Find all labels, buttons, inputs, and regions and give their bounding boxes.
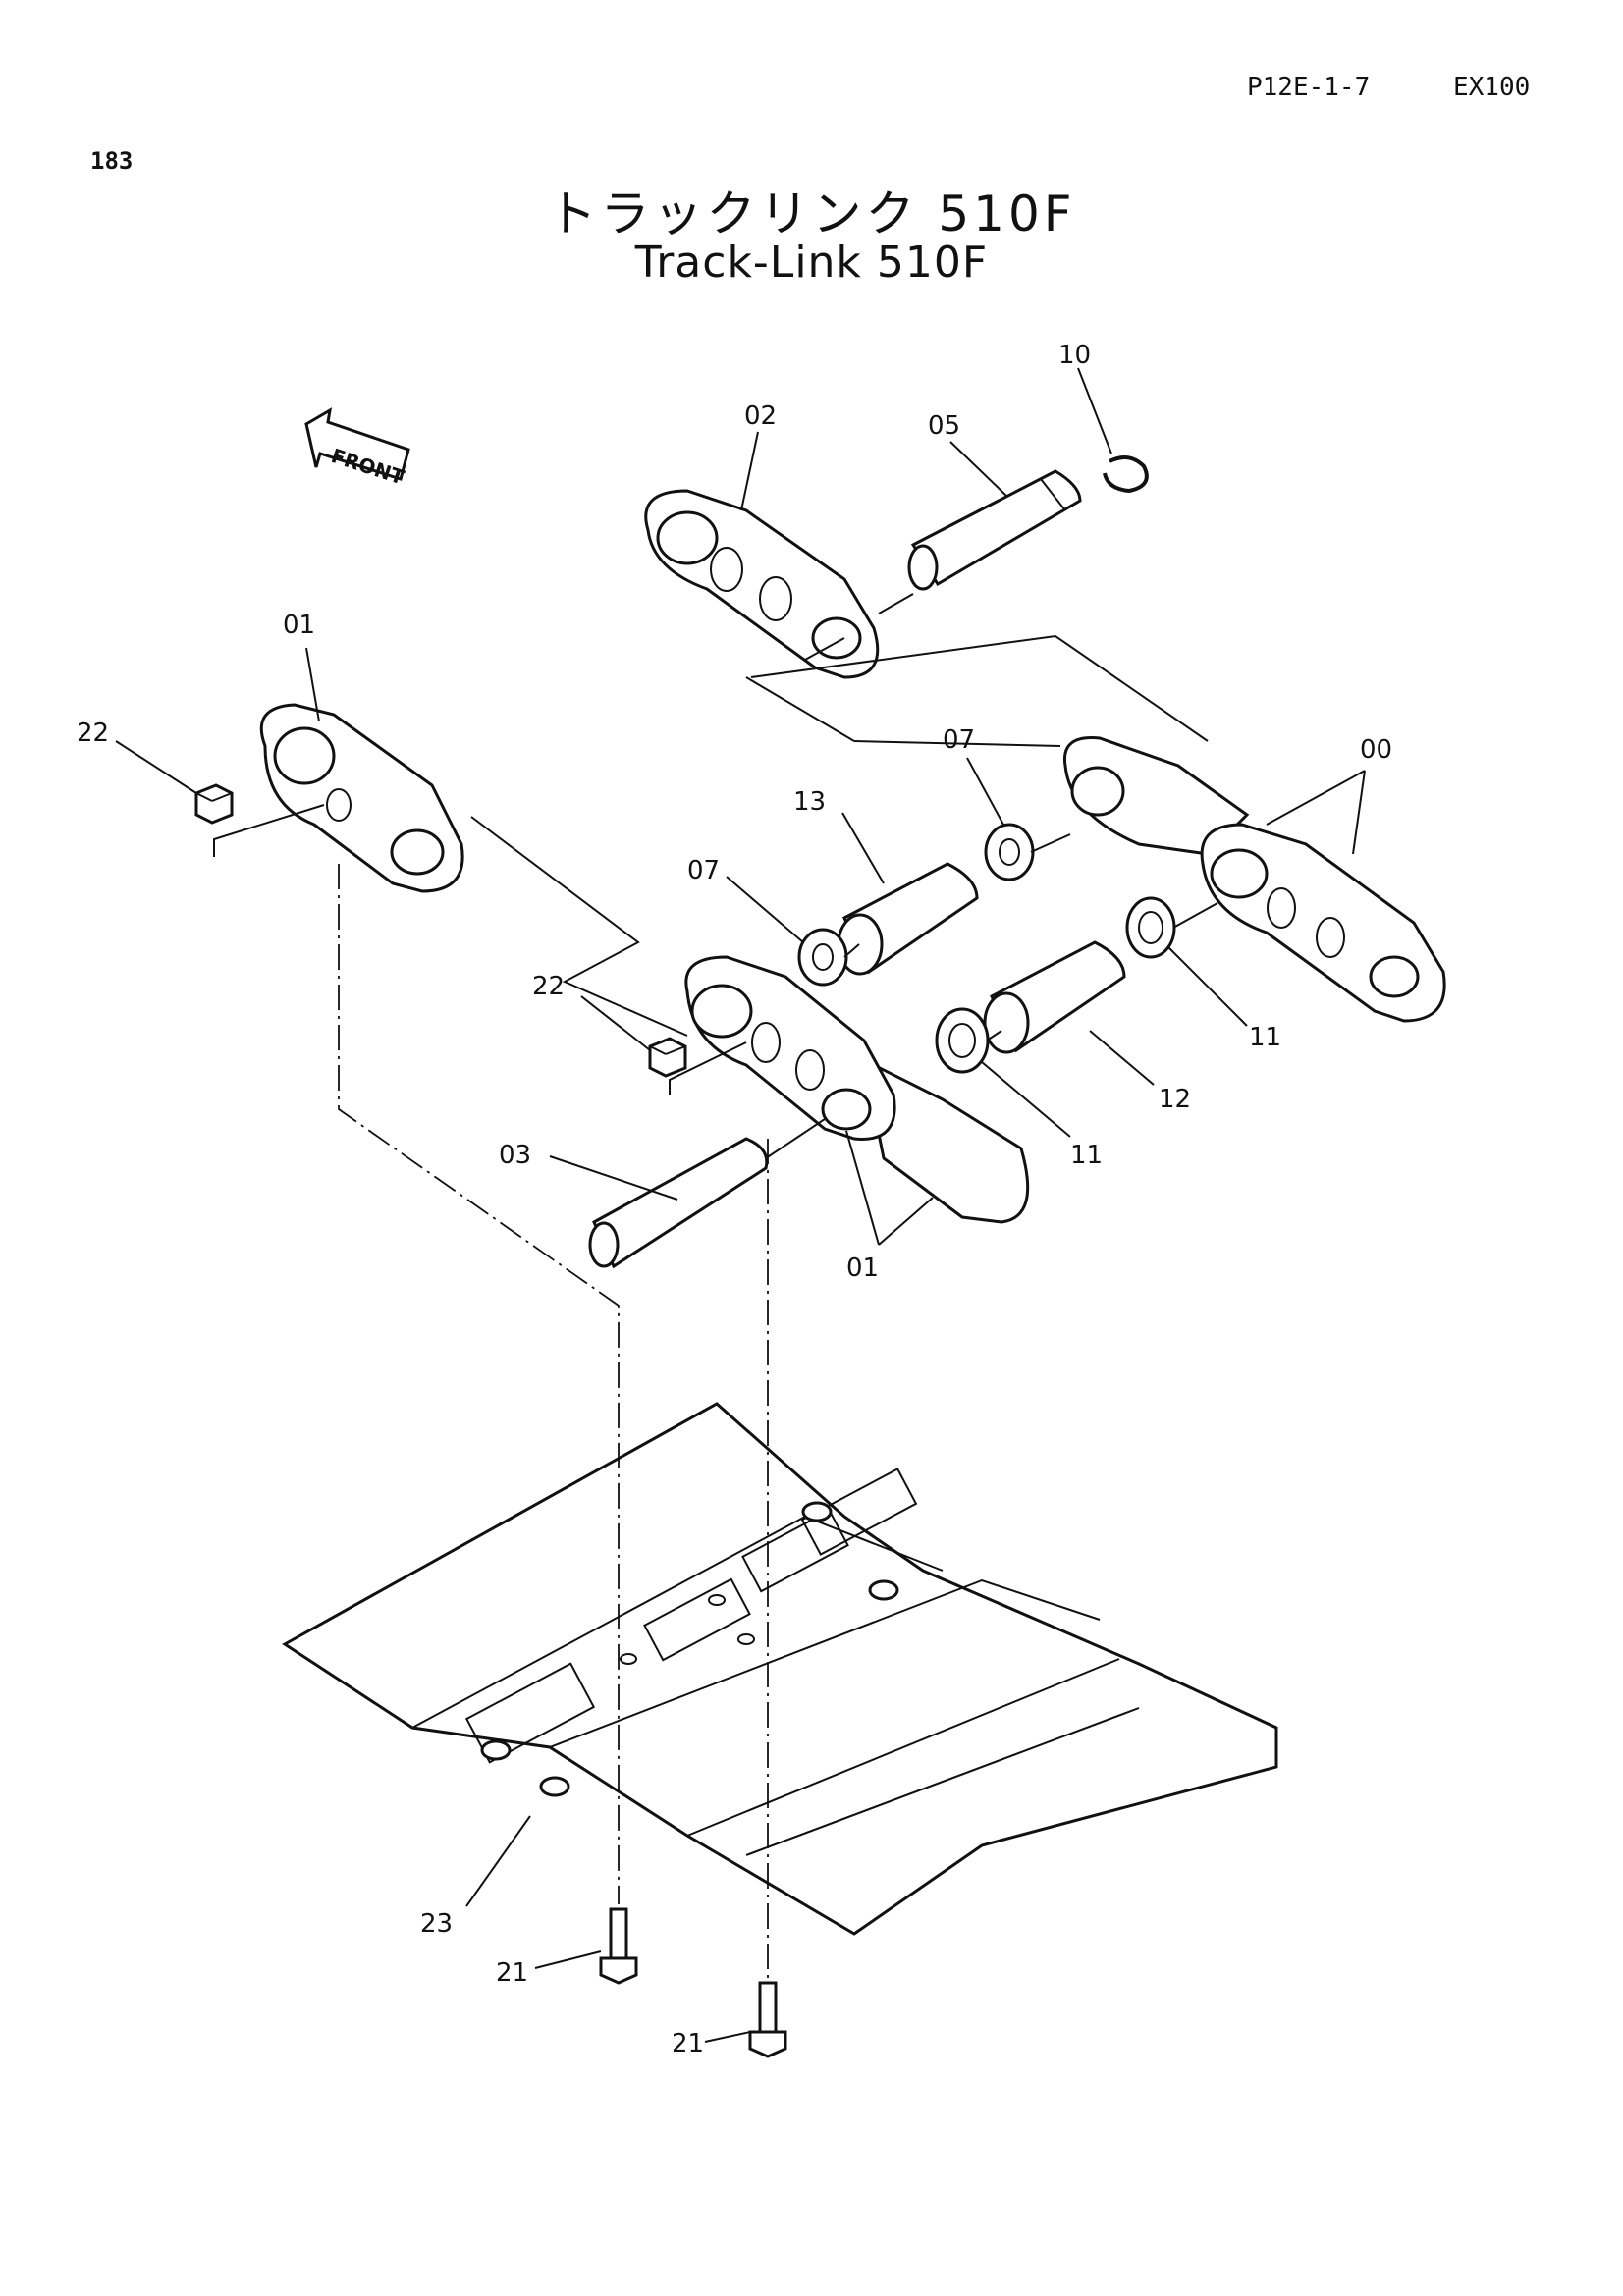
seal-07-upper xyxy=(984,823,1035,881)
callout-22-lower: 22 xyxy=(532,972,565,1001)
snap-ring-10 xyxy=(1103,455,1149,494)
callout-07-lower: 07 xyxy=(687,856,720,885)
front-arrow-icon: FRONT xyxy=(304,407,410,489)
callout-11-right: 11 xyxy=(1249,1023,1281,1052)
callout-13: 13 xyxy=(793,787,826,817)
callout-21-right: 21 xyxy=(672,2029,704,2058)
track-link-00 xyxy=(1062,736,1446,1023)
callout-00: 00 xyxy=(1360,735,1392,765)
page-number: 183 xyxy=(90,147,134,175)
model-code: EX100 xyxy=(1453,73,1531,102)
track-shoe-23 xyxy=(282,1402,1278,1936)
seal-07-lower xyxy=(797,928,848,987)
title-english: Track-Link 510F xyxy=(634,238,989,288)
assembly-lines xyxy=(213,593,1218,1978)
track-link-01-left xyxy=(259,703,464,893)
title-japanese: トラックリンク 510F xyxy=(547,186,1076,242)
bushing-13 xyxy=(837,862,979,976)
callout-02: 02 xyxy=(744,401,777,431)
callout-11-left: 11 xyxy=(1070,1141,1103,1170)
bolt-21-right xyxy=(748,1981,787,2058)
callout-23: 23 xyxy=(420,1909,453,1939)
callout-01-lower: 01 xyxy=(846,1254,879,1283)
callout-07-upper: 07 xyxy=(943,725,975,755)
leader-lines xyxy=(115,367,1366,2043)
nut-22-lower xyxy=(648,1037,687,1078)
callout-03: 03 xyxy=(499,1141,531,1170)
callout-21-left: 21 xyxy=(496,1958,528,1988)
track-link-02 xyxy=(644,489,880,679)
pin-05 xyxy=(907,469,1082,591)
page-reference: P12E-1-7 xyxy=(1247,73,1371,102)
pin-03 xyxy=(588,1137,769,1269)
bolt-21-left xyxy=(599,1907,638,1985)
callout-10: 10 xyxy=(1058,341,1091,370)
callout-01-upper: 01 xyxy=(283,611,315,640)
seal-11-left xyxy=(935,1007,990,1074)
callout-22-upper: 22 xyxy=(77,719,109,748)
nut-22-upper xyxy=(194,783,234,825)
track-link-01-middle xyxy=(684,955,1030,1224)
seal-11-right xyxy=(1125,896,1176,959)
bushing-12 xyxy=(983,940,1126,1054)
callout-05: 05 xyxy=(928,411,960,441)
callout-12: 12 xyxy=(1159,1085,1191,1114)
callout-labels: 10 02 05 01 22 07 00 13 07 22 11 12 11 0… xyxy=(77,341,1392,2058)
